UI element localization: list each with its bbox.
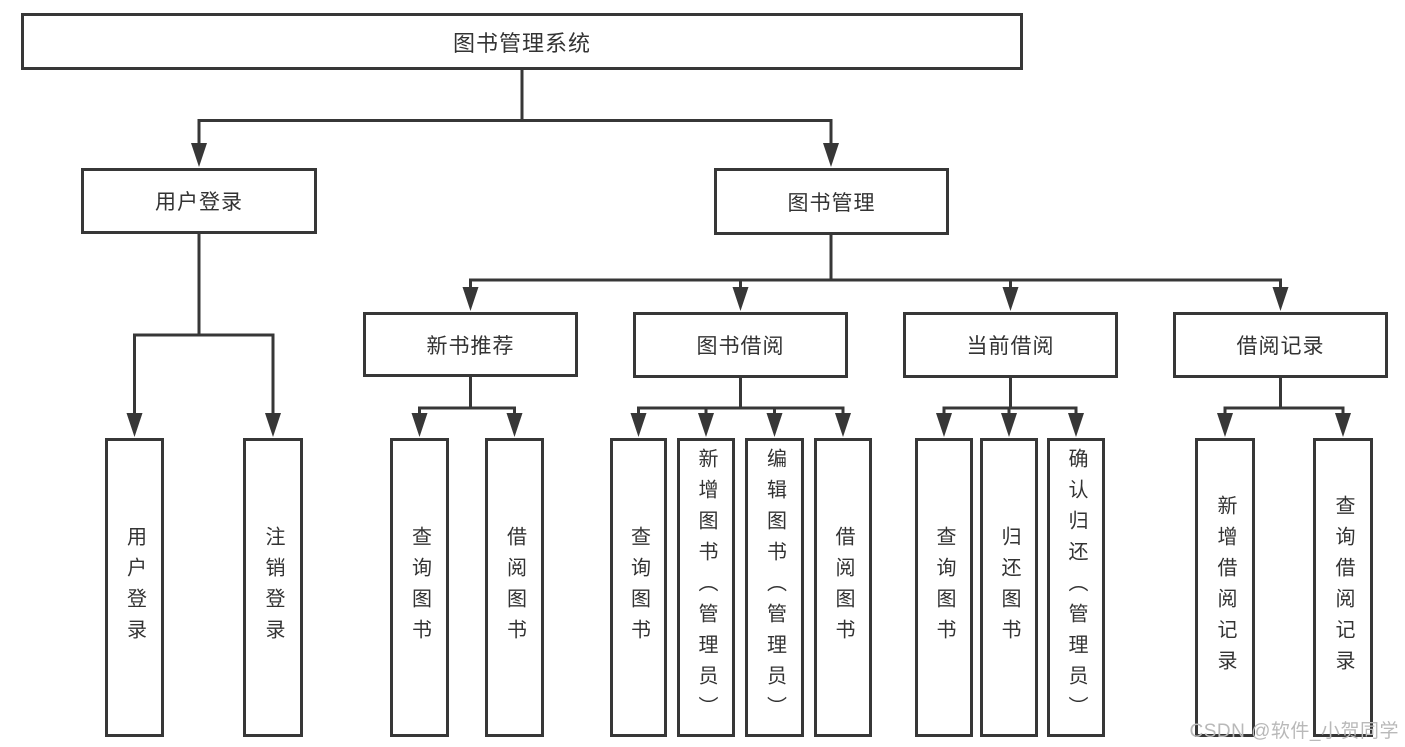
leaf-br-query-record: 查询借阅记录 (1313, 438, 1373, 737)
leaf-cb-query-book: 查询图书 (915, 438, 973, 737)
leaf-bb-edit-book-admin: 编辑图书（管理员） (745, 438, 804, 737)
edge-book-mgmt-to-level3 (462, 234, 1289, 311)
csdn-watermark: CSDN @软件_小贺同学 (1189, 721, 1399, 742)
node-root-system: 图书管理系统 (21, 13, 1023, 70)
leaf-bb-query-book: 查询图书 (610, 438, 667, 737)
node-borrow-records: 借阅记录 (1173, 312, 1388, 378)
leaf-cb-confirm-return-admin: 确认归还（管理员） (1047, 438, 1105, 737)
edge-current-borrow-to-children (936, 378, 1084, 437)
edge-new-book-rec-to-children (411, 377, 523, 437)
node-user-login: 用户登录 (81, 168, 317, 234)
leaf-cb-return-book: 归还图书 (980, 438, 1038, 737)
edge-book-borrow-to-children (630, 378, 851, 437)
leaf-rec-query-book: 查询图书 (390, 438, 449, 737)
leaf-logout: 注销登录 (243, 438, 303, 737)
node-current-borrow: 当前借阅 (903, 312, 1118, 378)
leaf-bb-borrow-book: 借阅图书 (814, 438, 872, 737)
node-book-management: 图书管理 (714, 168, 949, 235)
node-book-borrow: 图书借阅 (633, 312, 848, 378)
edge-user-login-to-children (126, 233, 281, 437)
leaf-bb-add-book-admin: 新增图书（管理员） (677, 438, 735, 737)
node-new-book-recommend: 新书推荐 (363, 312, 578, 377)
edge-borrow-records-to-children (1217, 378, 1351, 437)
leaf-br-add-record: 新增借阅记录 (1195, 438, 1255, 737)
edge-root-to-level2 (191, 69, 839, 167)
leaf-user-login: 用户登录 (105, 438, 164, 737)
leaf-rec-borrow-book: 借阅图书 (485, 438, 544, 737)
